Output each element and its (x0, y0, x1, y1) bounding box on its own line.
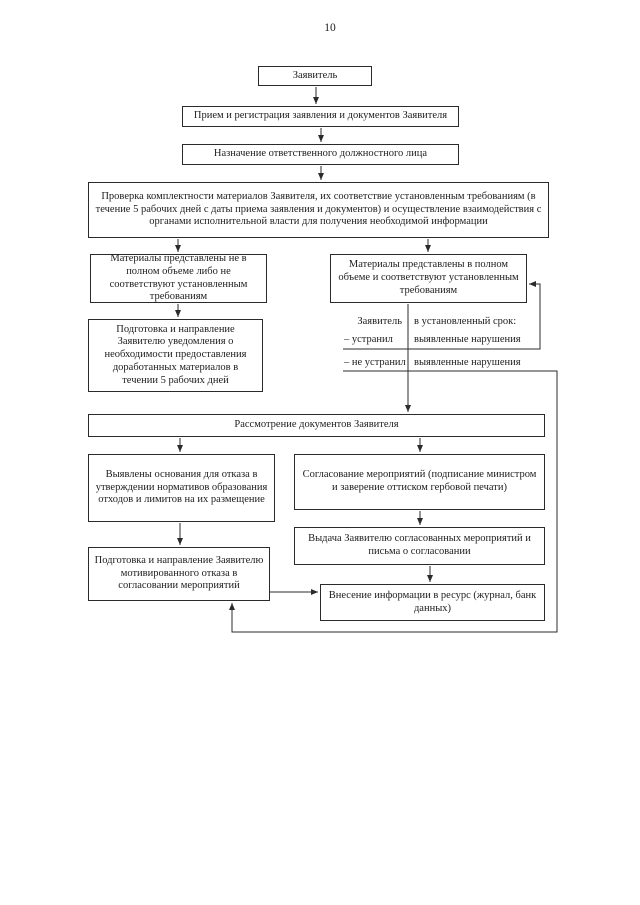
flow-box-materials-incomplete: Материалы представлены не в полном объем… (90, 253, 267, 303)
flow-box-rework-notice: Подготовка и направление Заявителю уведо… (88, 319, 263, 392)
flow-box-refusal-grounds: Выявлены основания для отказа в утвержде… (88, 454, 275, 522)
flow-box-record-information: Внесение информации в ресурс (журнал, ба… (320, 584, 545, 621)
decision-label-deadline: в установленный срок: (414, 316, 517, 327)
decision-label-not-fixed-object: выявленные нарушения (414, 357, 521, 368)
flow-box-issue-to-applicant: Выдача Заявителю согласованных мероприят… (294, 527, 545, 565)
flow-box-materials-complete: Материалы представлены в полном объеме и… (330, 254, 527, 303)
flow-box-approval: Согласование мероприятий (подписание мин… (294, 454, 545, 510)
flow-box-applicant: Заявитель (258, 66, 372, 86)
flow-box-reception: Прием и регистрация заявления и документ… (182, 106, 459, 127)
decision-label-fixed: – устранил (344, 334, 393, 345)
flow-box-completeness-check: Проверка комплектности материалов Заявит… (88, 182, 549, 238)
flow-box-motivated-refusal: Подготовка и направление Заявителю мотив… (88, 547, 270, 601)
decision-label-not-fixed: – не устранил (344, 357, 406, 368)
decision-label-fixed-object: выявленные нарушения (414, 334, 521, 345)
flow-box-documents-review: Рассмотрение документов Заявителя (88, 414, 545, 437)
page-number: 10 (324, 22, 336, 34)
flow-box-assignment: Назначение ответственного должностного л… (182, 144, 459, 165)
decision-label-applicant: Заявитель (357, 316, 402, 327)
